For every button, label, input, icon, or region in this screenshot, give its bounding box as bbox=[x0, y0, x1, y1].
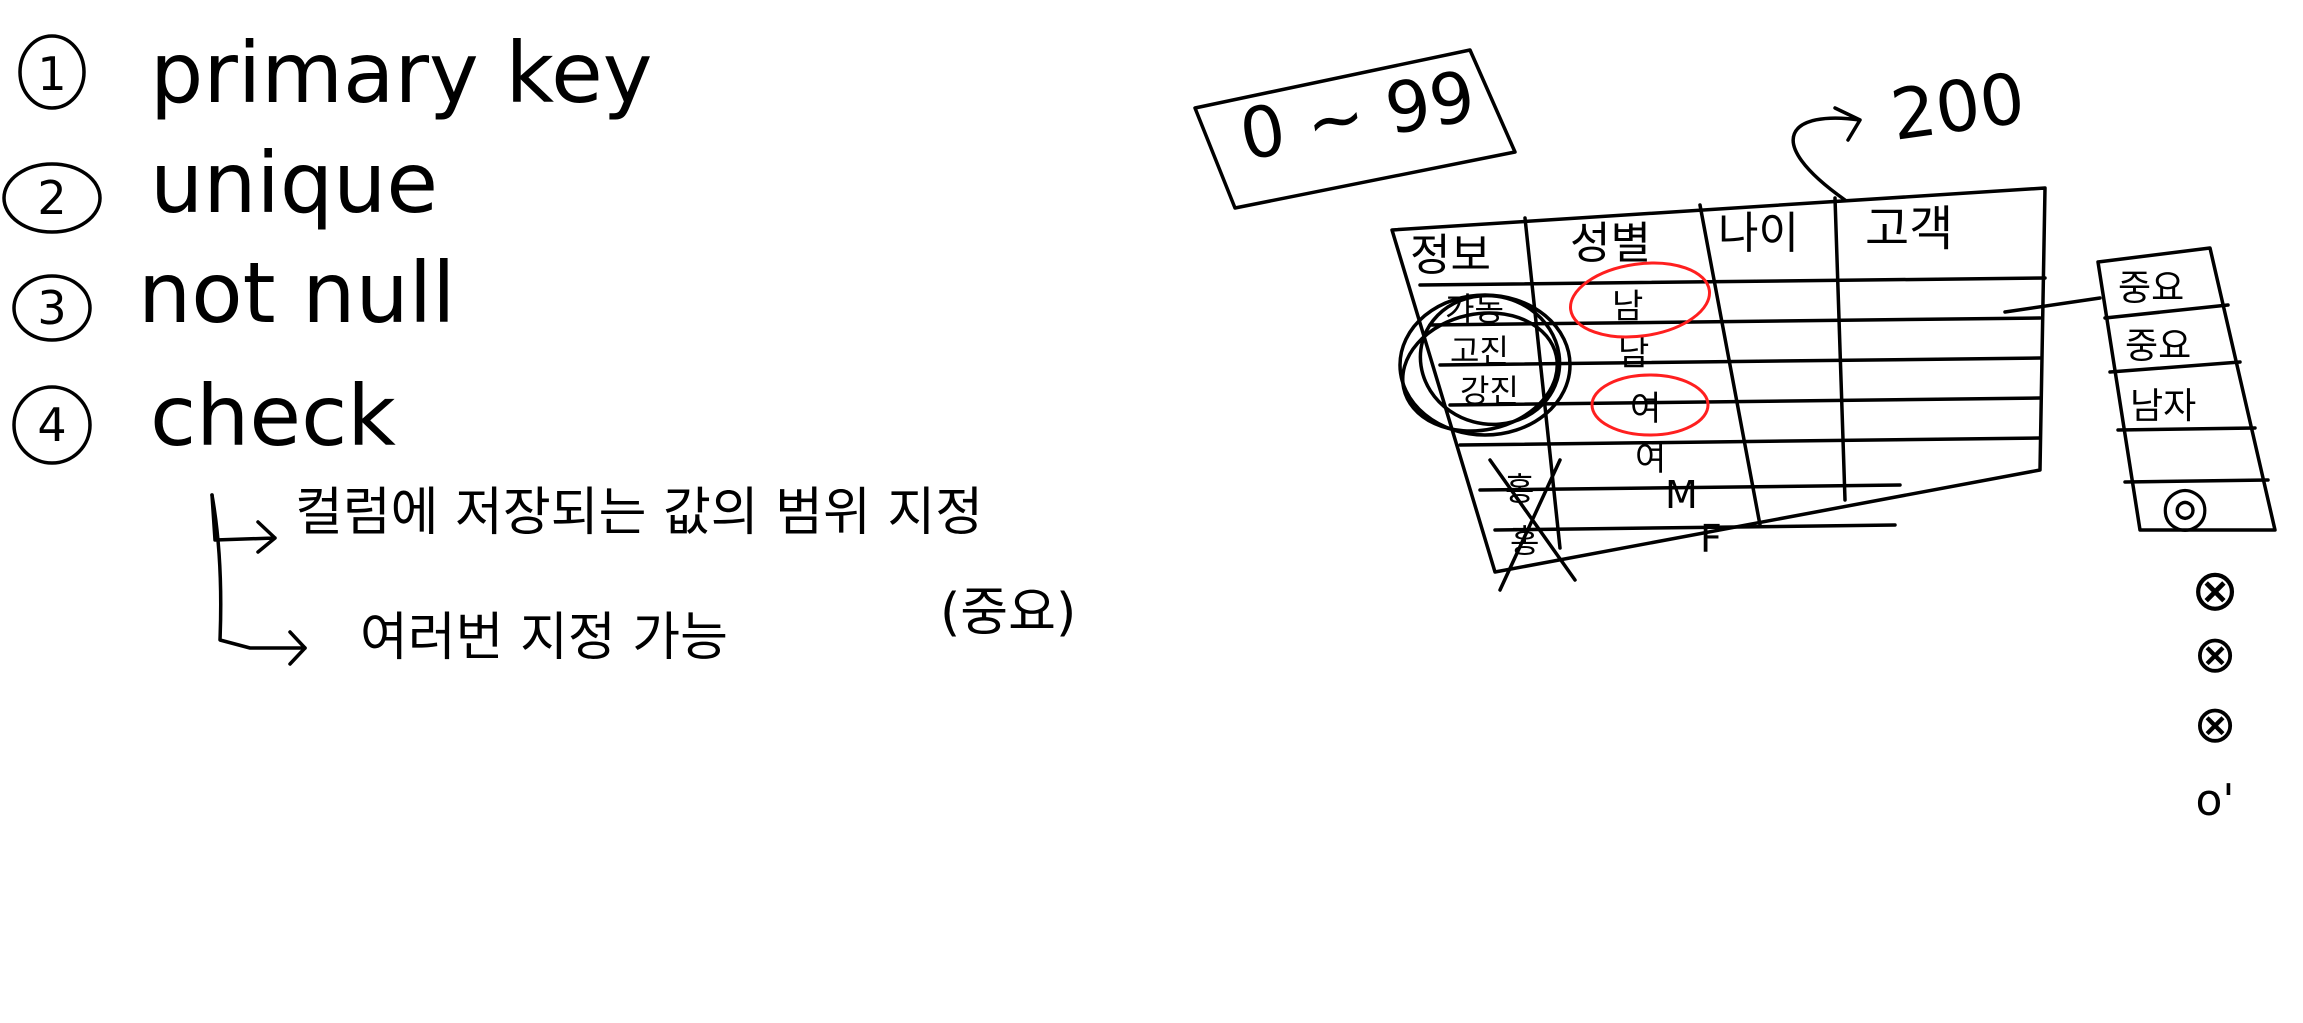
side-list-item: 남자 bbox=[2130, 386, 2196, 427]
table-sketch: 정보 성별 나이 고객 가동 고진 강진 홍 홍 남 남 여 여 M F bbox=[1390, 186, 2102, 592]
side-list-line bbox=[2116, 426, 2257, 432]
side-list-line bbox=[2108, 360, 2242, 374]
table-header: 정보 bbox=[1410, 230, 1491, 281]
table-row-line bbox=[1478, 483, 1902, 492]
check-note-1: 컬럼에 저장되는 값의 범위 지정 bbox=[295, 483, 983, 543]
table-cell: 여 bbox=[1630, 389, 1661, 429]
connector-line bbox=[2003, 296, 2102, 314]
table-header: 나이 bbox=[1718, 208, 1799, 259]
highlight-circle bbox=[1569, 261, 1711, 339]
table-outline bbox=[1390, 186, 2047, 574]
list-item-label: primary key bbox=[150, 24, 652, 122]
table-row-line bbox=[1448, 396, 2042, 407]
table-row-line bbox=[1458, 436, 2042, 447]
table-cell: 남 bbox=[1618, 334, 1649, 374]
range-box-border bbox=[1193, 48, 1517, 210]
side-mark: o' bbox=[2195, 775, 2234, 826]
side-list-outline bbox=[2096, 246, 2277, 532]
constraint-list: 1 primary key 2 unique 3 not null 4 chec… bbox=[2, 24, 1076, 668]
list-number-circle bbox=[12, 385, 92, 465]
highlight-circle bbox=[1590, 373, 1710, 437]
table-column-line bbox=[1833, 196, 1847, 502]
list-item-label: unique bbox=[150, 134, 438, 232]
scribble-circle bbox=[1418, 293, 1562, 427]
side-mark: ⊗ bbox=[2193, 625, 2237, 685]
list-number-circle bbox=[12, 274, 92, 342]
note-arrow bbox=[210, 493, 277, 554]
value-arrow bbox=[1791, 106, 1862, 202]
table-cell: 강진 bbox=[1460, 372, 1519, 410]
table-cell: 남 bbox=[1612, 287, 1643, 327]
table-row-line bbox=[1493, 523, 1897, 532]
side-mark: ◎ bbox=[2161, 474, 2210, 539]
side-list: 중요 중요 남자 ◎ ⊗ ⊗ ⊗ o' bbox=[2096, 246, 2277, 826]
table-header: 고객 bbox=[1865, 201, 1953, 257]
cross-mark bbox=[1488, 458, 1577, 592]
list-item-label: not null bbox=[138, 244, 455, 342]
range-box: 0 ~ 99 bbox=[1193, 48, 1517, 210]
list-number: 2 bbox=[37, 171, 66, 225]
side-list-item: 중요 bbox=[2118, 268, 2184, 309]
list-item-label: check bbox=[150, 367, 396, 465]
table-cell: 여 bbox=[1635, 439, 1666, 479]
note-arrow-head bbox=[288, 630, 307, 666]
note-arrow bbox=[210, 493, 307, 650]
side-mark: ⊗ bbox=[2193, 695, 2237, 755]
table-row-line bbox=[1418, 276, 2047, 287]
arrow-value: 200 bbox=[1886, 57, 2030, 157]
table-cell: 고진 bbox=[1450, 332, 1509, 370]
list-number-circle bbox=[2, 162, 102, 234]
side-list-item: 중요 bbox=[2125, 326, 2191, 367]
side-list-line bbox=[2103, 303, 2230, 320]
table-column-line bbox=[1698, 203, 1762, 527]
table-header: 성별 bbox=[1570, 218, 1651, 269]
table-column-line bbox=[1523, 216, 1562, 550]
table-row-line bbox=[1438, 356, 2042, 367]
list-number: 3 bbox=[37, 281, 66, 335]
side-list-line bbox=[2123, 478, 2270, 484]
list-number: 4 bbox=[37, 398, 66, 452]
table-cell: M bbox=[1665, 473, 1698, 517]
table-cell: F bbox=[1700, 517, 1722, 561]
check-note-3: (중요) bbox=[940, 583, 1076, 643]
list-number: 1 bbox=[37, 47, 66, 101]
list-number-circle bbox=[18, 34, 86, 110]
table-cell: 홍 bbox=[1510, 522, 1539, 560]
check-note-2: 여러번 지정 가능 bbox=[360, 608, 728, 668]
side-mark: ⊗ bbox=[2191, 556, 2240, 624]
scribble-circle bbox=[1401, 311, 1559, 433]
